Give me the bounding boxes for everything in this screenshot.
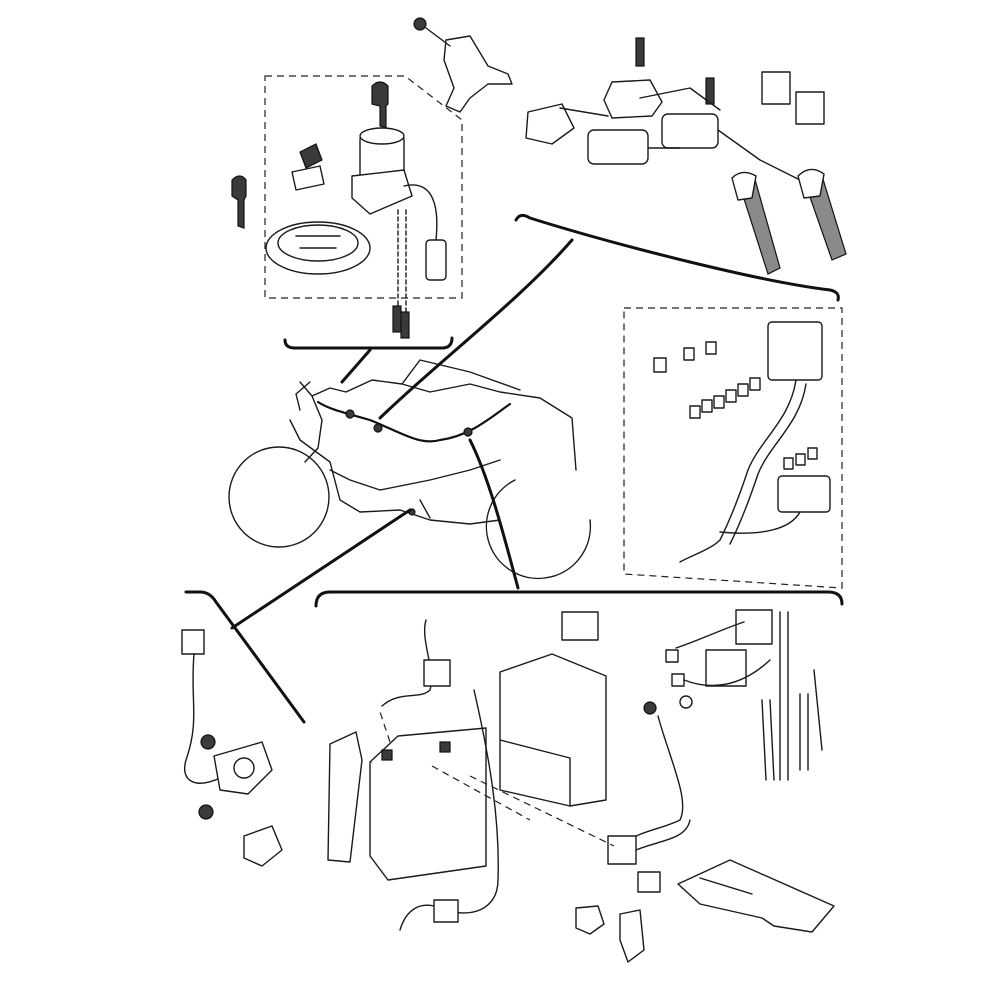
wire-clamp — [243, 825, 283, 867]
cable-terminal — [433, 899, 459, 923]
ignition-coil-plug-cap-group — [514, 37, 847, 302]
group-bracket — [184, 590, 306, 724]
screw-icon — [413, 17, 427, 31]
harness-connector — [373, 423, 383, 433]
spark-plug-icon — [797, 168, 847, 261]
battery-strap — [327, 731, 363, 863]
key-icon — [371, 81, 389, 129]
leader-lines — [230, 238, 574, 630]
front-fork — [295, 381, 311, 411]
ignition-wire — [403, 184, 438, 241]
ignition-coil — [661, 113, 719, 149]
ignition-switch-base — [351, 169, 413, 215]
bolt-icon — [635, 37, 645, 67]
sensor-bracket-group — [181, 590, 306, 867]
harness-connector — [463, 427, 473, 437]
relay — [561, 611, 599, 641]
coil-connector — [795, 91, 825, 125]
coil-wires — [559, 87, 801, 181]
harness-wire — [679, 379, 797, 563]
battery-box — [499, 653, 607, 807]
starter-cable — [635, 819, 691, 851]
sensor-connector — [181, 629, 205, 655]
battery-cable — [381, 619, 432, 707]
wire-clamp — [575, 905, 605, 935]
relay — [735, 609, 773, 645]
bolt-icon — [705, 77, 715, 105]
bolt-icon — [200, 734, 216, 750]
bolt-icon — [198, 804, 214, 820]
group-boundary — [264, 75, 463, 299]
cable-tie — [779, 611, 789, 781]
starter-connector — [607, 835, 637, 865]
fuse-icon — [653, 341, 818, 470]
group-boundary — [623, 307, 843, 589]
harness-connector — [345, 409, 355, 419]
bolt-icon — [392, 305, 402, 333]
ignition-coil — [603, 79, 663, 119]
cable-terminal — [423, 659, 451, 687]
part-leader — [379, 711, 615, 847]
cable-tie — [813, 669, 823, 751]
lock-plate — [291, 165, 325, 191]
sensor-icon — [213, 741, 273, 795]
battery-box-edge — [499, 739, 571, 807]
battery-relay-group — [314, 590, 844, 963]
ignition-connector — [425, 239, 447, 281]
ignition-coil — [587, 129, 649, 165]
fuse-box-harness-group — [623, 307, 843, 589]
fuel-cap-inner — [277, 224, 359, 262]
fuse-box — [767, 321, 823, 381]
frame-body — [289, 359, 577, 525]
leader-line — [230, 508, 412, 630]
leader-line — [468, 438, 520, 590]
cable-tie — [761, 699, 775, 781]
starter-connector — [637, 871, 661, 893]
ignition-fuel-cap-group — [231, 17, 513, 350]
group-bracket — [314, 590, 844, 608]
spark-plug-icon — [731, 171, 781, 275]
motorcycle-outline — [228, 359, 592, 580]
lock-cylinder — [299, 143, 323, 169]
starter-cable — [619, 715, 684, 847]
leader-line — [378, 238, 574, 420]
harness-wire — [729, 383, 807, 545]
mounting-bracket — [443, 35, 513, 113]
battery-cover — [677, 859, 835, 933]
bolt-icon — [400, 311, 410, 339]
battery-icon — [369, 727, 487, 881]
nut-icon — [679, 695, 693, 709]
key-icon — [231, 175, 247, 229]
relay-wire — [675, 621, 771, 687]
screw-leader — [425, 27, 451, 47]
ignition-switch-top — [359, 127, 405, 145]
wire-clamp — [619, 909, 645, 963]
battery-cover-line — [699, 877, 753, 895]
sensor-wire — [184, 653, 221, 784]
fuse-box — [777, 475, 831, 513]
bolt-icon — [643, 701, 657, 715]
wiring-harness — [316, 400, 512, 443]
front-wheel — [228, 446, 330, 548]
coil-bracket — [525, 103, 575, 145]
battery-cable — [399, 689, 499, 931]
fuel-cap-detail — [295, 235, 341, 249]
coil-connector — [761, 71, 791, 105]
group-bracket — [514, 213, 840, 302]
harness-wire — [719, 511, 801, 534]
leader-line — [340, 348, 372, 384]
group-bracket — [283, 336, 454, 350]
fuse-icon — [665, 649, 679, 663]
cable-tie — [799, 693, 809, 771]
fuse-icon — [671, 673, 685, 687]
